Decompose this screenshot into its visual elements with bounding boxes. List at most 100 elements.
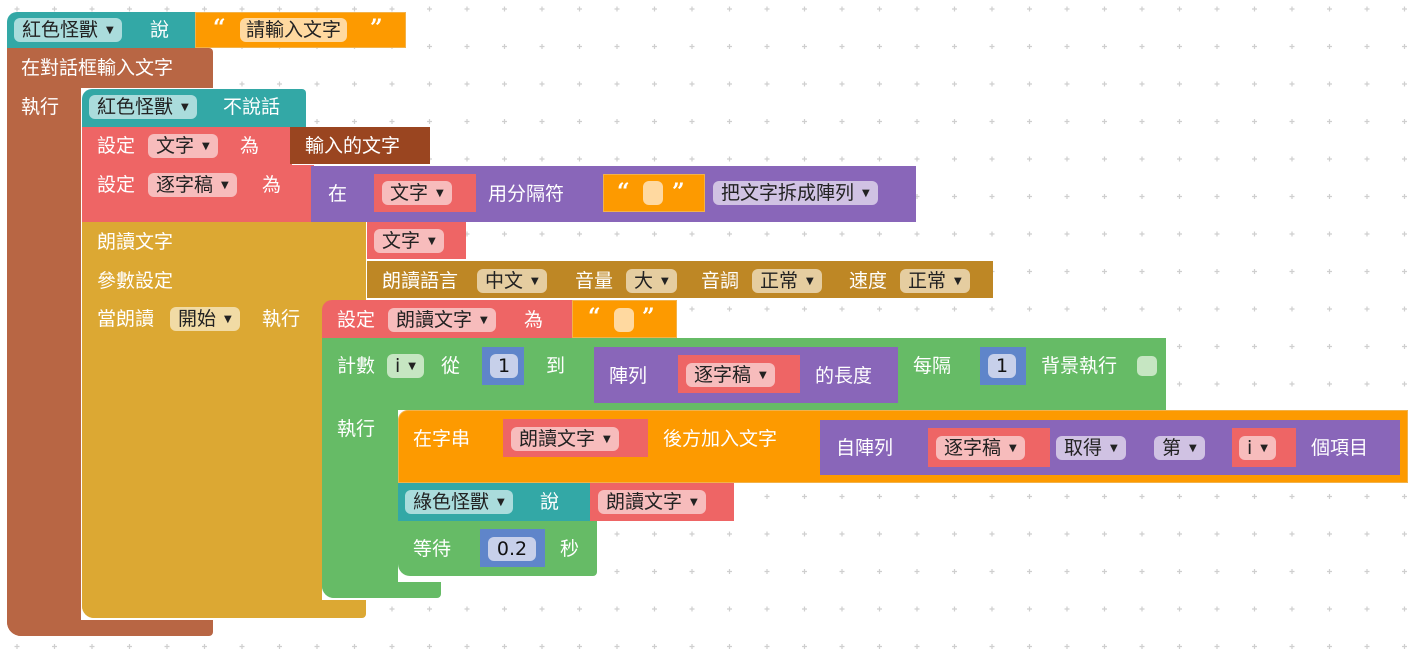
grid-dot [1327, 44, 1332, 49]
pitch-dropdown[interactable]: 正常▼ [752, 269, 822, 293]
grid-dot [652, 81, 657, 87]
grid-dot [1027, 231, 1032, 237]
grid-dot [1064, 6, 1070, 12]
grid-dot [1064, 269, 1070, 274]
index-var-dropdown[interactable]: i▼ [1239, 436, 1276, 460]
grid-dot [1327, 119, 1332, 124]
grid-dot [1289, 494, 1295, 499]
green-sprite-dropdown[interactable]: 綠色怪獸▼ [405, 490, 513, 514]
grid-dot [1289, 344, 1295, 349]
grid-dot [539, 156, 545, 162]
length-var-dropdown[interactable]: 逐字稿▼ [686, 363, 775, 387]
stop-say-sprite-dropdown[interactable]: 紅色怪獸▼ [89, 95, 197, 119]
step-number-field[interactable]: 1 [988, 354, 1016, 378]
grid-dot [652, 156, 657, 162]
set-read-var-dropdown[interactable]: 朗讀文字▼ [388, 308, 496, 332]
list-get-mode-dropdown[interactable]: 取得▼ [1056, 436, 1126, 460]
sprite-dropdown[interactable]: 紅色怪獸▼ [14, 18, 122, 42]
grid-dot [839, 494, 845, 499]
grid-dot [1102, 81, 1107, 87]
grid-dot [839, 156, 845, 162]
input-dialog-block[interactable] [7, 48, 213, 88]
say-text-field[interactable]: 請輸入文字 [240, 18, 348, 42]
green-say-var-dropdown[interactable]: 朗讀文字▼ [598, 490, 706, 514]
split-mode-dropdown[interactable]: 把文字拆成陣列▼ [713, 181, 878, 205]
from-number-field[interactable]: 1 [490, 354, 518, 378]
grid-dot [352, 119, 357, 124]
grid-dot [1327, 531, 1332, 537]
count-var-value: i [395, 355, 401, 377]
grid-dot [277, 644, 282, 649]
grid-dot [1252, 156, 1257, 162]
grid-dot [952, 156, 957, 162]
grid-dot [1139, 44, 1145, 49]
append-var-dropdown[interactable]: 朗讀文字▼ [511, 427, 619, 451]
lang-dropdown[interactable]: 中文▼ [477, 269, 547, 293]
grid-dot [1327, 344, 1332, 349]
speed-dropdown[interactable]: 正常▼ [900, 269, 970, 293]
grid-dot [952, 6, 957, 12]
grid-dot [1139, 569, 1145, 574]
speed-label: 速度 [849, 270, 888, 292]
list-get-where-dropdown[interactable]: 第▼ [1154, 436, 1205, 460]
grid-dot [839, 231, 845, 237]
dropdown-arrow-icon: ▼ [1009, 443, 1017, 454]
green-say-var-value: 朗讀文字 [606, 491, 683, 513]
grid-dot [464, 644, 470, 649]
grid-dot [727, 119, 732, 124]
grid-dot [952, 119, 957, 124]
grid-dot [1177, 644, 1182, 649]
grid-dot [1327, 381, 1332, 387]
grid-dot [989, 81, 995, 87]
grid-dot [727, 44, 732, 49]
set-split-var-dropdown[interactable]: 逐字稿▼ [148, 173, 237, 197]
set-read-value-field[interactable] [614, 308, 634, 332]
grid-dot [1214, 569, 1220, 574]
grid-dot [1139, 119, 1145, 124]
grid-dot [1402, 44, 1407, 49]
speak-params-block[interactable] [367, 261, 993, 298]
grid-dot [502, 44, 507, 49]
grid-dot [614, 119, 620, 124]
grid-dot [727, 231, 732, 237]
grid-dot [1364, 44, 1370, 49]
grid-dot [1402, 344, 1407, 349]
grid-dot [1102, 156, 1107, 162]
speak-text-var-dropdown[interactable]: 文字▼ [374, 229, 444, 253]
wait-label: 等待 [413, 538, 452, 560]
grid-dot [52, 6, 57, 12]
wait-number-field[interactable]: 0.2 [488, 537, 536, 561]
set-text-var-dropdown[interactable]: 文字▼ [148, 134, 218, 158]
grid-dot [914, 606, 920, 612]
separator-field[interactable] [643, 181, 663, 205]
grid-dot [1177, 381, 1182, 387]
set-read-var-value: 朗讀文字 [396, 309, 473, 331]
grid-dot [1027, 194, 1032, 199]
volume-dropdown[interactable]: 大▼ [626, 269, 677, 293]
grid-dot [14, 6, 20, 12]
grid-dot [914, 44, 920, 49]
grid-dot [1252, 269, 1257, 274]
list-label: 陣列 [609, 365, 648, 387]
grid-dot [314, 119, 320, 124]
grid-dot [689, 231, 695, 237]
split-var-dropdown[interactable]: 文字▼ [382, 181, 452, 205]
grid-dot [1252, 44, 1257, 49]
grid-dot [689, 6, 695, 12]
grid-dot [1364, 606, 1370, 612]
input-text-value-block[interactable] [290, 127, 430, 164]
count-var-dropdown[interactable]: i▼ [387, 354, 424, 378]
grid-dot [802, 606, 807, 612]
grid-dot [727, 306, 732, 312]
grid-dot [1214, 156, 1220, 162]
list-get-var-dropdown[interactable]: 逐字稿▼ [936, 436, 1025, 460]
grid-dot [764, 531, 770, 537]
grid-dot [952, 644, 957, 649]
speak-event-dropdown[interactable]: 開始▼ [170, 307, 240, 331]
grid-dot [1327, 194, 1332, 199]
grid-dot [914, 119, 920, 124]
green-say-label: 說 [540, 491, 560, 513]
grid-dot [502, 6, 507, 12]
grid-dot [1064, 194, 1070, 199]
background-checkbox[interactable] [1137, 356, 1157, 376]
